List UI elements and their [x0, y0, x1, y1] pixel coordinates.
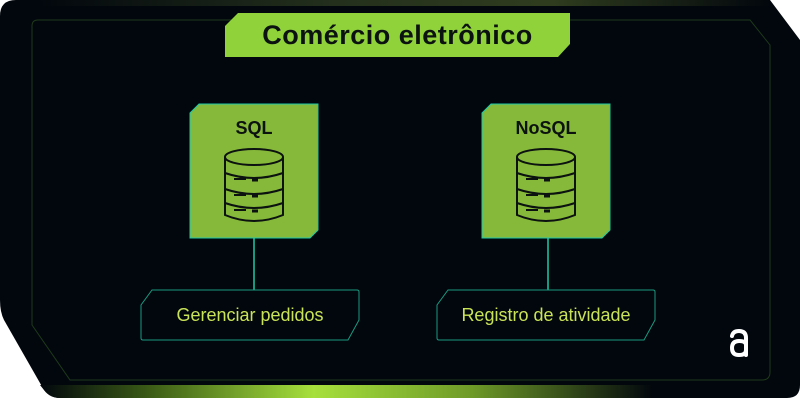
database-icon	[224, 148, 576, 222]
sql-usecase-box	[140, 289, 360, 341]
title-banner	[225, 13, 570, 57]
sql-box	[189, 103, 319, 239]
nosql-usecase-box	[436, 289, 656, 341]
bottom-glow	[40, 385, 760, 398]
logo-icon	[729, 328, 748, 358]
sql-label: SQL	[235, 117, 273, 138]
nosql-label: NoSQL	[515, 117, 577, 138]
diagram-title: Comércio eletrônico	[262, 19, 533, 50]
sql-usecase-label: Gerenciar pedidos	[176, 304, 324, 325]
nosql-usecase-label: Registro de atividade	[461, 304, 631, 325]
nosql-box	[481, 103, 611, 239]
